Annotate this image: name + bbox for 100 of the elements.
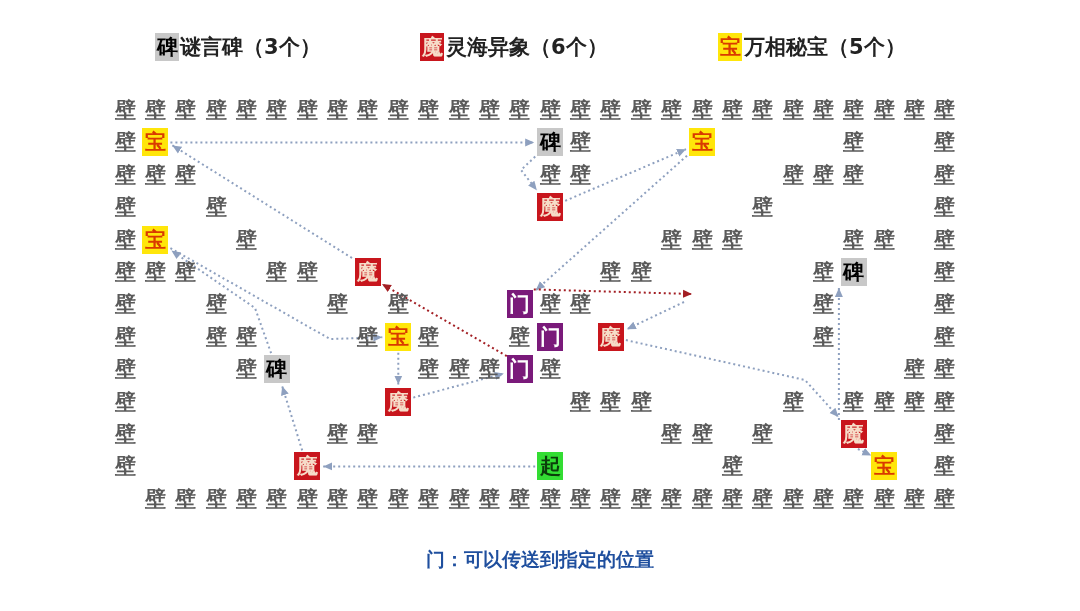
wall-character: 壁 (599, 388, 623, 416)
wall-character: 壁 (538, 356, 562, 384)
wall-character: 壁 (143, 161, 167, 189)
arrow (412, 371, 505, 399)
monster-tile: 魔 (354, 258, 381, 286)
stele-tile: 碑 (263, 355, 290, 384)
wall-character: 壁 (599, 485, 623, 513)
wall-character: 壁 (356, 421, 380, 448)
wall-character: 壁 (933, 129, 957, 157)
wall-character: 壁 (933, 453, 957, 481)
wall-character: 壁 (113, 259, 137, 286)
wall-character: 壁 (660, 226, 684, 254)
monster-tile: 魔 (294, 452, 321, 481)
wall-character: 壁 (599, 97, 623, 124)
wall-character: 壁 (234, 323, 258, 351)
wall-character: 壁 (842, 226, 866, 254)
wall-character: 壁 (569, 291, 593, 319)
wall-character: 壁 (903, 388, 927, 416)
legend-label: 万相秘宝（5个） (744, 34, 906, 61)
wall-character: 壁 (933, 485, 957, 513)
wall-character: 壁 (204, 194, 228, 222)
wall-character: 壁 (113, 226, 137, 254)
arrow (170, 249, 273, 355)
wall-character: 壁 (326, 291, 350, 319)
wall-character: 壁 (690, 226, 714, 254)
wall-character: 壁 (204, 97, 228, 124)
wall-character: 壁 (569, 388, 593, 416)
arrow (171, 144, 353, 259)
wall-character: 壁 (933, 291, 957, 319)
wall-character: 壁 (417, 485, 441, 513)
wall-character: 壁 (113, 129, 137, 157)
monster-tile: 魔 (385, 387, 412, 416)
swatch-character: 魔 (420, 34, 444, 61)
wall-character: 壁 (113, 453, 137, 481)
wall-character: 壁 (174, 259, 198, 286)
wall-character: 壁 (751, 421, 775, 448)
wall-character: 壁 (933, 323, 957, 351)
wall-character: 壁 (933, 259, 957, 286)
wall-character: 壁 (447, 97, 471, 124)
arrow (394, 351, 403, 386)
wall-character: 壁 (113, 421, 137, 448)
wall-character: 壁 (903, 97, 927, 124)
wall-character: 壁 (113, 388, 137, 416)
wall-character: 壁 (234, 485, 258, 513)
legend-label: 灵海异象（6个） (446, 34, 608, 61)
wall-character: 壁 (842, 129, 866, 157)
gate-tile: 门 (537, 322, 564, 351)
arrow (169, 138, 536, 147)
wall-character: 壁 (356, 323, 380, 351)
wall-character: 壁 (174, 97, 198, 124)
treasure-tile: 宝 (689, 128, 715, 157)
wall-character: 壁 (569, 161, 593, 189)
wall-character: 壁 (569, 129, 593, 157)
wall-character: 壁 (690, 485, 714, 513)
wall-character: 壁 (386, 291, 410, 319)
wall-character: 壁 (356, 485, 380, 513)
wall-character: 壁 (933, 388, 957, 416)
arrow (169, 247, 384, 342)
wall-character: 壁 (386, 97, 410, 124)
wall-character: 壁 (903, 356, 927, 384)
wall-character: 壁 (781, 388, 805, 416)
arrow (624, 339, 840, 418)
wall-character: 壁 (933, 356, 957, 384)
wall-character: 壁 (842, 485, 866, 513)
wall-character: 壁 (538, 161, 562, 189)
stele-tile: 碑 (840, 258, 867, 286)
wall-character: 壁 (477, 356, 501, 384)
wall-character: 壁 (204, 323, 228, 351)
wall-character: 壁 (417, 356, 441, 384)
monster-tile: 魔 (537, 193, 564, 222)
monster-tile: 魔 (840, 420, 867, 448)
wall-character: 壁 (842, 97, 866, 124)
wall-character: 壁 (812, 259, 835, 286)
legend-label: 谜言碑（3个） (180, 34, 321, 61)
treasure-tile: 宝 (871, 452, 898, 481)
wall-character: 壁 (720, 453, 744, 481)
arrow (519, 155, 538, 192)
wall-character: 壁 (872, 388, 896, 416)
wall-character: 壁 (660, 485, 684, 513)
wall-character: 壁 (477, 97, 501, 124)
wall-character: 壁 (751, 97, 775, 124)
arrow (532, 288, 693, 298)
wall-character: 壁 (629, 259, 653, 286)
wall-character: 壁 (265, 259, 289, 286)
wall-character: 壁 (143, 259, 167, 286)
monster-tile: 魔 (597, 322, 624, 351)
arrow (381, 283, 508, 358)
wall-character: 壁 (812, 485, 835, 513)
wall-character: 壁 (933, 161, 957, 189)
wall-character: 壁 (326, 421, 350, 448)
wall-character: 壁 (812, 291, 835, 319)
swatch-character: 碑 (155, 34, 179, 61)
wall-character: 壁 (234, 97, 258, 124)
arrow (856, 447, 873, 457)
wall-character: 壁 (872, 226, 896, 254)
wall-character: 壁 (629, 97, 653, 124)
wall-character: 壁 (326, 97, 350, 124)
wall-character: 壁 (508, 485, 532, 513)
wall-character: 壁 (781, 97, 805, 124)
gate-tile: 门 (506, 290, 533, 319)
